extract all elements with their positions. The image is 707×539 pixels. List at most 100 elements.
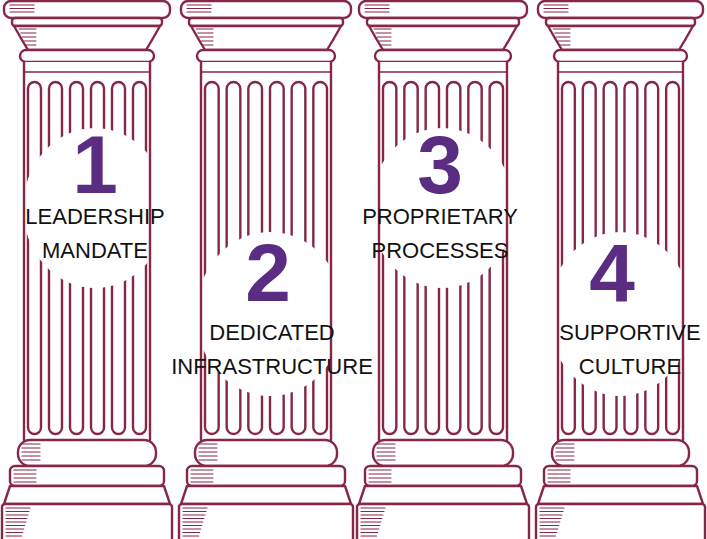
hatch-line xyxy=(540,518,561,519)
hatch-line xyxy=(6,525,25,526)
hatch-line xyxy=(6,511,29,512)
hatch-line xyxy=(376,32,391,33)
hatch-line xyxy=(369,481,391,482)
hatch-line xyxy=(361,514,383,515)
hatch-line xyxy=(548,477,570,478)
hatch-line xyxy=(540,532,557,533)
pillar-abacus xyxy=(359,1,527,18)
hatch-line xyxy=(22,455,40,456)
pillar-plinth-flare xyxy=(538,486,703,504)
pillar-hatching xyxy=(183,5,217,536)
pillar-shaft-side xyxy=(200,62,202,440)
hatch-line xyxy=(14,481,36,482)
hatch-line xyxy=(203,44,213,45)
pillar-plinth-flare xyxy=(4,486,170,504)
hatch-line xyxy=(377,455,395,456)
hatch-line xyxy=(21,32,36,33)
pillar-torus xyxy=(552,440,689,466)
hatch-line xyxy=(10,4,34,5)
pillar-drawing xyxy=(2,1,172,539)
hatch-line xyxy=(199,443,217,444)
pillar-hatching xyxy=(6,5,40,536)
hatch-line xyxy=(377,36,391,37)
hatch-line xyxy=(187,8,211,9)
hatch-line xyxy=(379,40,391,41)
pillar-label: LEADERSHIP MANDATE xyxy=(5,200,185,268)
hatch-line xyxy=(198,32,213,33)
pillar-shaft-side xyxy=(149,62,151,440)
hatch-line xyxy=(183,525,202,526)
hatch-line xyxy=(183,532,200,533)
hatch-line xyxy=(6,528,24,529)
pillar-base-band xyxy=(544,466,697,486)
pillar-drawing xyxy=(179,1,353,539)
hatch-line xyxy=(540,514,562,515)
pillar-label: DEDICATED INFRASTRUCTURE xyxy=(152,316,392,384)
hatch-line xyxy=(6,521,26,522)
hatch-line xyxy=(199,36,213,37)
hatch-line xyxy=(556,459,574,460)
hatch-line xyxy=(544,8,568,9)
hatch-line xyxy=(558,40,570,41)
hatch-line xyxy=(548,481,570,482)
hatch-line xyxy=(183,535,199,536)
hatch-line xyxy=(191,473,213,474)
pillar-drawing xyxy=(536,1,705,539)
hatch-line xyxy=(6,518,27,519)
hatch-line xyxy=(556,447,574,448)
hatch-line xyxy=(14,477,36,478)
hatch-line xyxy=(369,469,391,470)
hatch-line xyxy=(361,532,378,533)
hatch-line xyxy=(191,477,213,478)
pillar-label: PROPRIETARY PROCESSES xyxy=(350,200,530,268)
pillar-number: 2 xyxy=(208,232,328,314)
hatch-line xyxy=(24,40,36,41)
hatch-line xyxy=(555,32,570,33)
pillar-base-band xyxy=(365,466,521,486)
hatch-line xyxy=(377,447,395,448)
hatch-line xyxy=(361,528,379,529)
pillar-outline xyxy=(0,0,174,539)
hatch-line xyxy=(377,459,395,460)
hatch-line xyxy=(196,28,213,29)
hatch-line xyxy=(183,521,203,522)
hatch-line xyxy=(14,473,36,474)
pillar-echinus xyxy=(548,26,693,50)
hatch-line xyxy=(183,518,204,519)
pillar-plinth xyxy=(179,504,353,539)
pillar-hatching xyxy=(361,5,395,536)
hatch-line xyxy=(556,451,574,452)
hatch-line xyxy=(6,507,30,508)
hatch-line xyxy=(369,473,391,474)
pillar-plinth-flare xyxy=(359,486,527,504)
hatch-line xyxy=(361,525,380,526)
pillar-neck-line xyxy=(201,71,331,72)
hatch-line xyxy=(14,469,36,470)
pillar-plinth xyxy=(357,504,529,539)
pillar-neck-line xyxy=(24,71,150,72)
pillar-torus xyxy=(18,440,156,466)
pillar-torus xyxy=(195,440,337,466)
hatch-line xyxy=(199,447,217,448)
pillar-echinus xyxy=(191,26,341,50)
hatch-line xyxy=(199,459,217,460)
pillar-abacus xyxy=(181,1,351,18)
hatch-line xyxy=(369,477,391,478)
hatch-line xyxy=(199,455,217,456)
hatch-line xyxy=(183,514,205,515)
pillar-astragal xyxy=(197,50,335,62)
hatch-line xyxy=(26,44,36,45)
hatch-line xyxy=(22,443,40,444)
pillar-number: 4 xyxy=(552,232,672,314)
hatch-line xyxy=(10,11,34,12)
pillar-neck-line xyxy=(379,71,507,72)
pillar-label: SUPPORTIVE CULTURE xyxy=(550,316,707,384)
pillar: 2DEDICATED INFRASTRUCTURE xyxy=(177,0,355,539)
hatch-line xyxy=(22,459,40,460)
pillar-echinus xyxy=(14,26,160,50)
pillar-number: 1 xyxy=(35,124,155,206)
pillar-abacus xyxy=(538,1,703,18)
hatch-line xyxy=(361,518,382,519)
hatch-line xyxy=(183,528,201,529)
